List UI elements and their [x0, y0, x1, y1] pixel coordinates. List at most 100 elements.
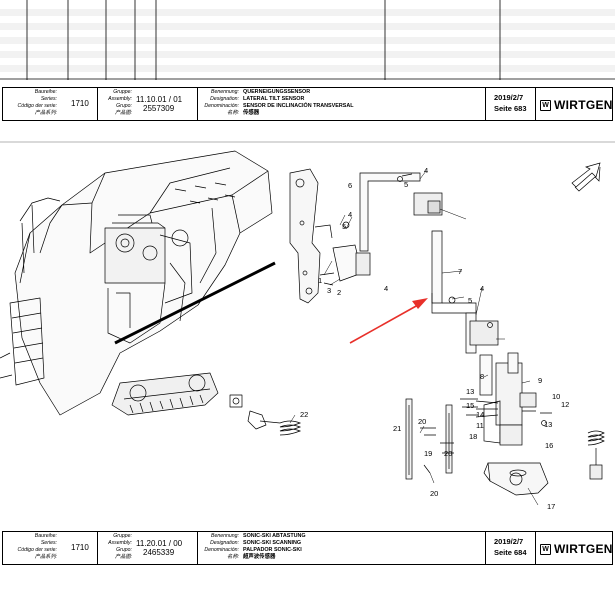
callout-5b: 5 — [404, 180, 408, 189]
callout-21: 21 — [393, 424, 401, 433]
callout-leaders — [289, 170, 539, 506]
callout-4d: 4 — [480, 284, 484, 293]
name-cn: 超声波传感器 — [243, 554, 276, 560]
date: 2019/2/7 — [494, 93, 524, 102]
label-grupo: Grupo: — [116, 103, 132, 109]
callout-labels: 1 2 3 4 5 4 5 6 7 4 5 4 8 9 10 11 12 13 … — [300, 166, 569, 511]
page-number: Seite 683 — [494, 104, 527, 113]
callout-4b: 4 — [348, 210, 352, 219]
title-block-upper: Baureihe: Series: Código der serie: 产品系列… — [2, 87, 613, 121]
parts-list-grid — [0, 0, 615, 80]
callout-13a: 13 — [466, 387, 474, 396]
label-grupo: Grupo: — [116, 547, 132, 553]
name-de: QUERNEIGUNGSSENSOR — [243, 89, 311, 95]
label-designation: Designation: — [210, 96, 239, 102]
callout-10: 10 — [552, 392, 560, 401]
name-en: SONIC-SKI SCANNING — [243, 540, 302, 546]
wirtgen-logo: W WIRTGEN — [540, 543, 613, 555]
label-cn-name: 名称: — [227, 554, 239, 560]
logo-cell: W WIRTGEN — [536, 88, 614, 120]
label-cn-name: 名称: — [227, 110, 239, 116]
name-cn: 传感器 — [243, 110, 260, 116]
label-baureihe: Baureihe: — [34, 533, 57, 539]
callout-11: 11 — [476, 421, 484, 430]
callout-22: 22 — [300, 410, 308, 419]
assembly-value: 11.10.01 / 01 — [136, 95, 183, 104]
label-codigo: Código der serie: — [17, 103, 57, 109]
label-assembly: Assembly: — [108, 540, 132, 546]
callout-14: 14 — [476, 410, 484, 419]
label-series: Series: — [40, 96, 57, 102]
callout-20a: 20 — [418, 417, 426, 426]
callout-7: 7 — [458, 267, 462, 276]
wirtgen-logo-text: WIRTGEN — [554, 542, 613, 556]
wirtgen-logo: W WIRTGEN — [540, 99, 613, 111]
label-cn-series: 产品系列: — [34, 554, 57, 560]
label-cn-series: 产品系列: — [34, 110, 57, 116]
label-assembly: Assembly: — [108, 96, 132, 102]
label-gruppe: Gruppe: — [113, 533, 132, 539]
label-cn-group: 产品图: — [114, 110, 132, 116]
column-assembly — [359, 172, 605, 496]
spring-22 — [259, 420, 302, 436]
label-codigo: Código der serie: — [17, 547, 57, 553]
label-baureihe: Baureihe: — [34, 89, 57, 95]
callout-4a: 4 — [384, 284, 388, 293]
callout-17: 17 — [547, 502, 555, 511]
label-gruppe: Gruppe: — [113, 89, 132, 95]
label-cn-group: 产品图: — [114, 554, 132, 560]
exploded-view-drawing: 1 2 3 4 5 4 5 6 7 4 5 4 8 9 10 11 12 13 … — [0, 143, 615, 529]
callout-20b: 20 — [444, 449, 452, 458]
bracket-assembly — [289, 168, 371, 304]
parts-list-table — [0, 0, 615, 80]
date-page-cell: 2019/2/7 Seite 683 — [486, 88, 536, 120]
series-cell: Baureihe: Series: Código der serie: 产品系列… — [3, 88, 98, 120]
page-separator — [0, 141, 615, 143]
callout-5a: 5 — [342, 222, 346, 231]
wirtgen-logo-text: WIRTGEN — [554, 98, 613, 112]
title-block-lower: Baureihe: Series: Código der serie: 产品系列… — [2, 531, 613, 565]
date-page-cell: 2019/2/7 Seite 684 — [486, 532, 536, 564]
designation-cell: Benennung: Designation: Denominación: 名称… — [198, 88, 486, 120]
label-designation: Designation: — [210, 540, 239, 546]
callout-3: 3 — [327, 286, 331, 295]
part-number: 2465339 — [143, 548, 175, 557]
callout-13b: 13 — [544, 420, 552, 429]
callout-20c: 20 — [430, 489, 438, 498]
callout-4c: 4 — [424, 166, 428, 175]
red-pointer-arrow — [349, 298, 428, 344]
label-series: Series: — [40, 540, 57, 546]
exploded-view-svg: 1 2 3 4 5 4 5 6 7 4 5 4 8 9 10 11 12 13 … — [0, 150, 605, 511]
logo-cell: W WIRTGEN — [536, 532, 614, 564]
label-benennung: Benennung: — [211, 533, 239, 539]
callout-6: 6 — [348, 181, 352, 190]
assembly-cell: Gruppe: Assembly: Grupo: 产品图: 11.10.01 /… — [98, 88, 198, 120]
name-es: SENSOR DE INCLINACIÓN TRANSVERSAL — [243, 103, 354, 109]
name-en: LATERAL TILT SENSOR — [243, 96, 305, 102]
callout-2: 2 — [337, 288, 341, 297]
orientation-arrow-icon — [571, 162, 601, 192]
series-value: 1710 — [71, 99, 89, 108]
callout-9: 9 — [538, 376, 542, 385]
callout-19: 19 — [424, 449, 432, 458]
assembly-value: 11.20.01 / 00 — [136, 539, 183, 548]
callout-8: 8 — [480, 372, 484, 381]
label-benennung: Benennung: — [211, 89, 239, 95]
wirtgen-logo-icon: W — [540, 99, 551, 111]
callout-12: 12 — [561, 400, 569, 409]
callout-1: 1 — [318, 276, 322, 285]
label-denominacion: Denominación: — [204, 547, 239, 553]
name-es: PALPADOR SONIC-SKI — [243, 547, 302, 553]
wirtgen-logo-icon: W — [540, 543, 551, 555]
machine-body — [0, 150, 273, 430]
callout-15: 15 — [466, 401, 474, 410]
callout-5c: 5 — [468, 296, 472, 305]
series-cell: Baureihe: Series: Código der serie: 产品系列… — [3, 532, 98, 564]
callout-18: 18 — [469, 432, 477, 441]
name-de: SONIC-SKI ABTASTUNG — [243, 533, 306, 539]
series-value: 1710 — [71, 543, 89, 552]
designation-cell: Benennung: Designation: Denominación: 名称… — [198, 532, 486, 564]
label-denominacion: Denominación: — [204, 103, 239, 109]
page-number: Seite 684 — [494, 548, 527, 557]
date: 2019/2/7 — [494, 537, 524, 546]
